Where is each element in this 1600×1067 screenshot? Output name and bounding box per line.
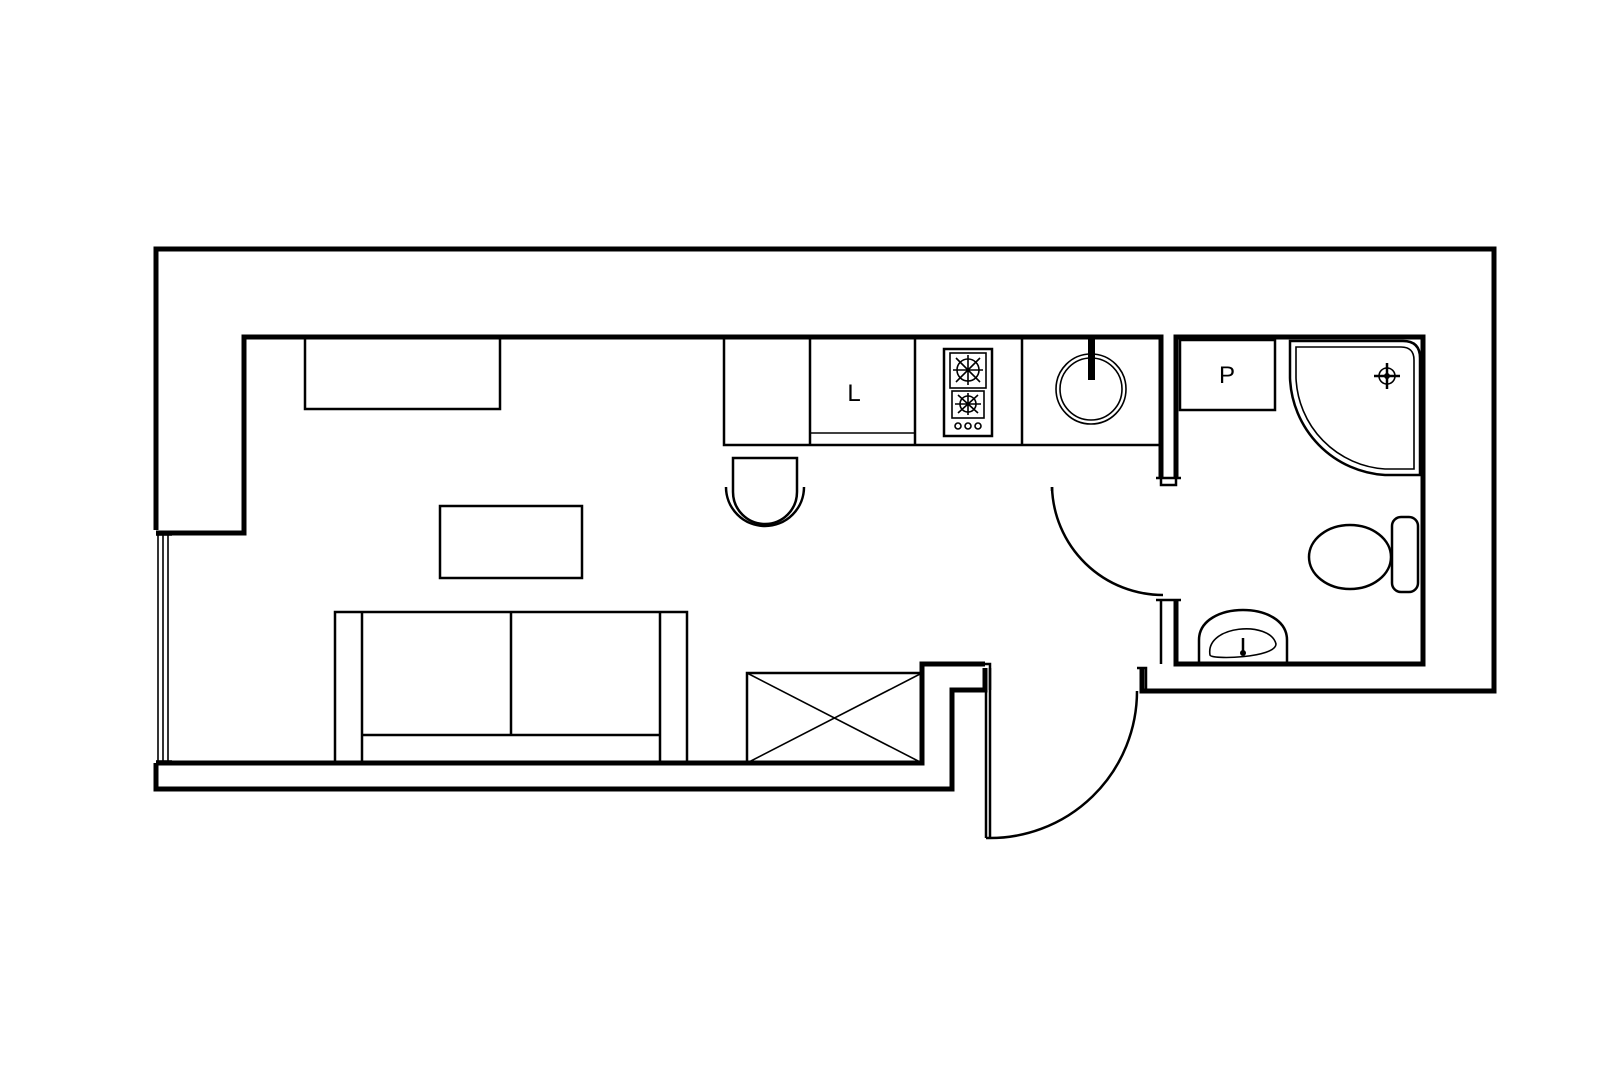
entry-door[interactable] [984, 668, 1139, 840]
pantry-label: P [1219, 362, 1235, 389]
shower-drain-icon [1374, 363, 1400, 389]
sofa [333, 610, 689, 765]
exterior-walls [153, 246, 1497, 792]
coffee-table [438, 504, 584, 580]
kitchen-sink-icon [1055, 339, 1127, 425]
bathroom-sink [1197, 608, 1289, 662]
toilet [1307, 515, 1420, 594]
shower [1288, 339, 1422, 477]
cooktop-icon [942, 347, 994, 438]
pantry-cabinet [1178, 338, 1277, 412]
kitchen-counter [722, 337, 1161, 447]
storage-closet [745, 671, 924, 765]
bathroom-door[interactable] [1050, 486, 1164, 597]
bar-stool [724, 456, 806, 528]
window [156, 534, 172, 762]
laundry-label: L [847, 380, 860, 407]
wall-shelf [303, 335, 502, 411]
